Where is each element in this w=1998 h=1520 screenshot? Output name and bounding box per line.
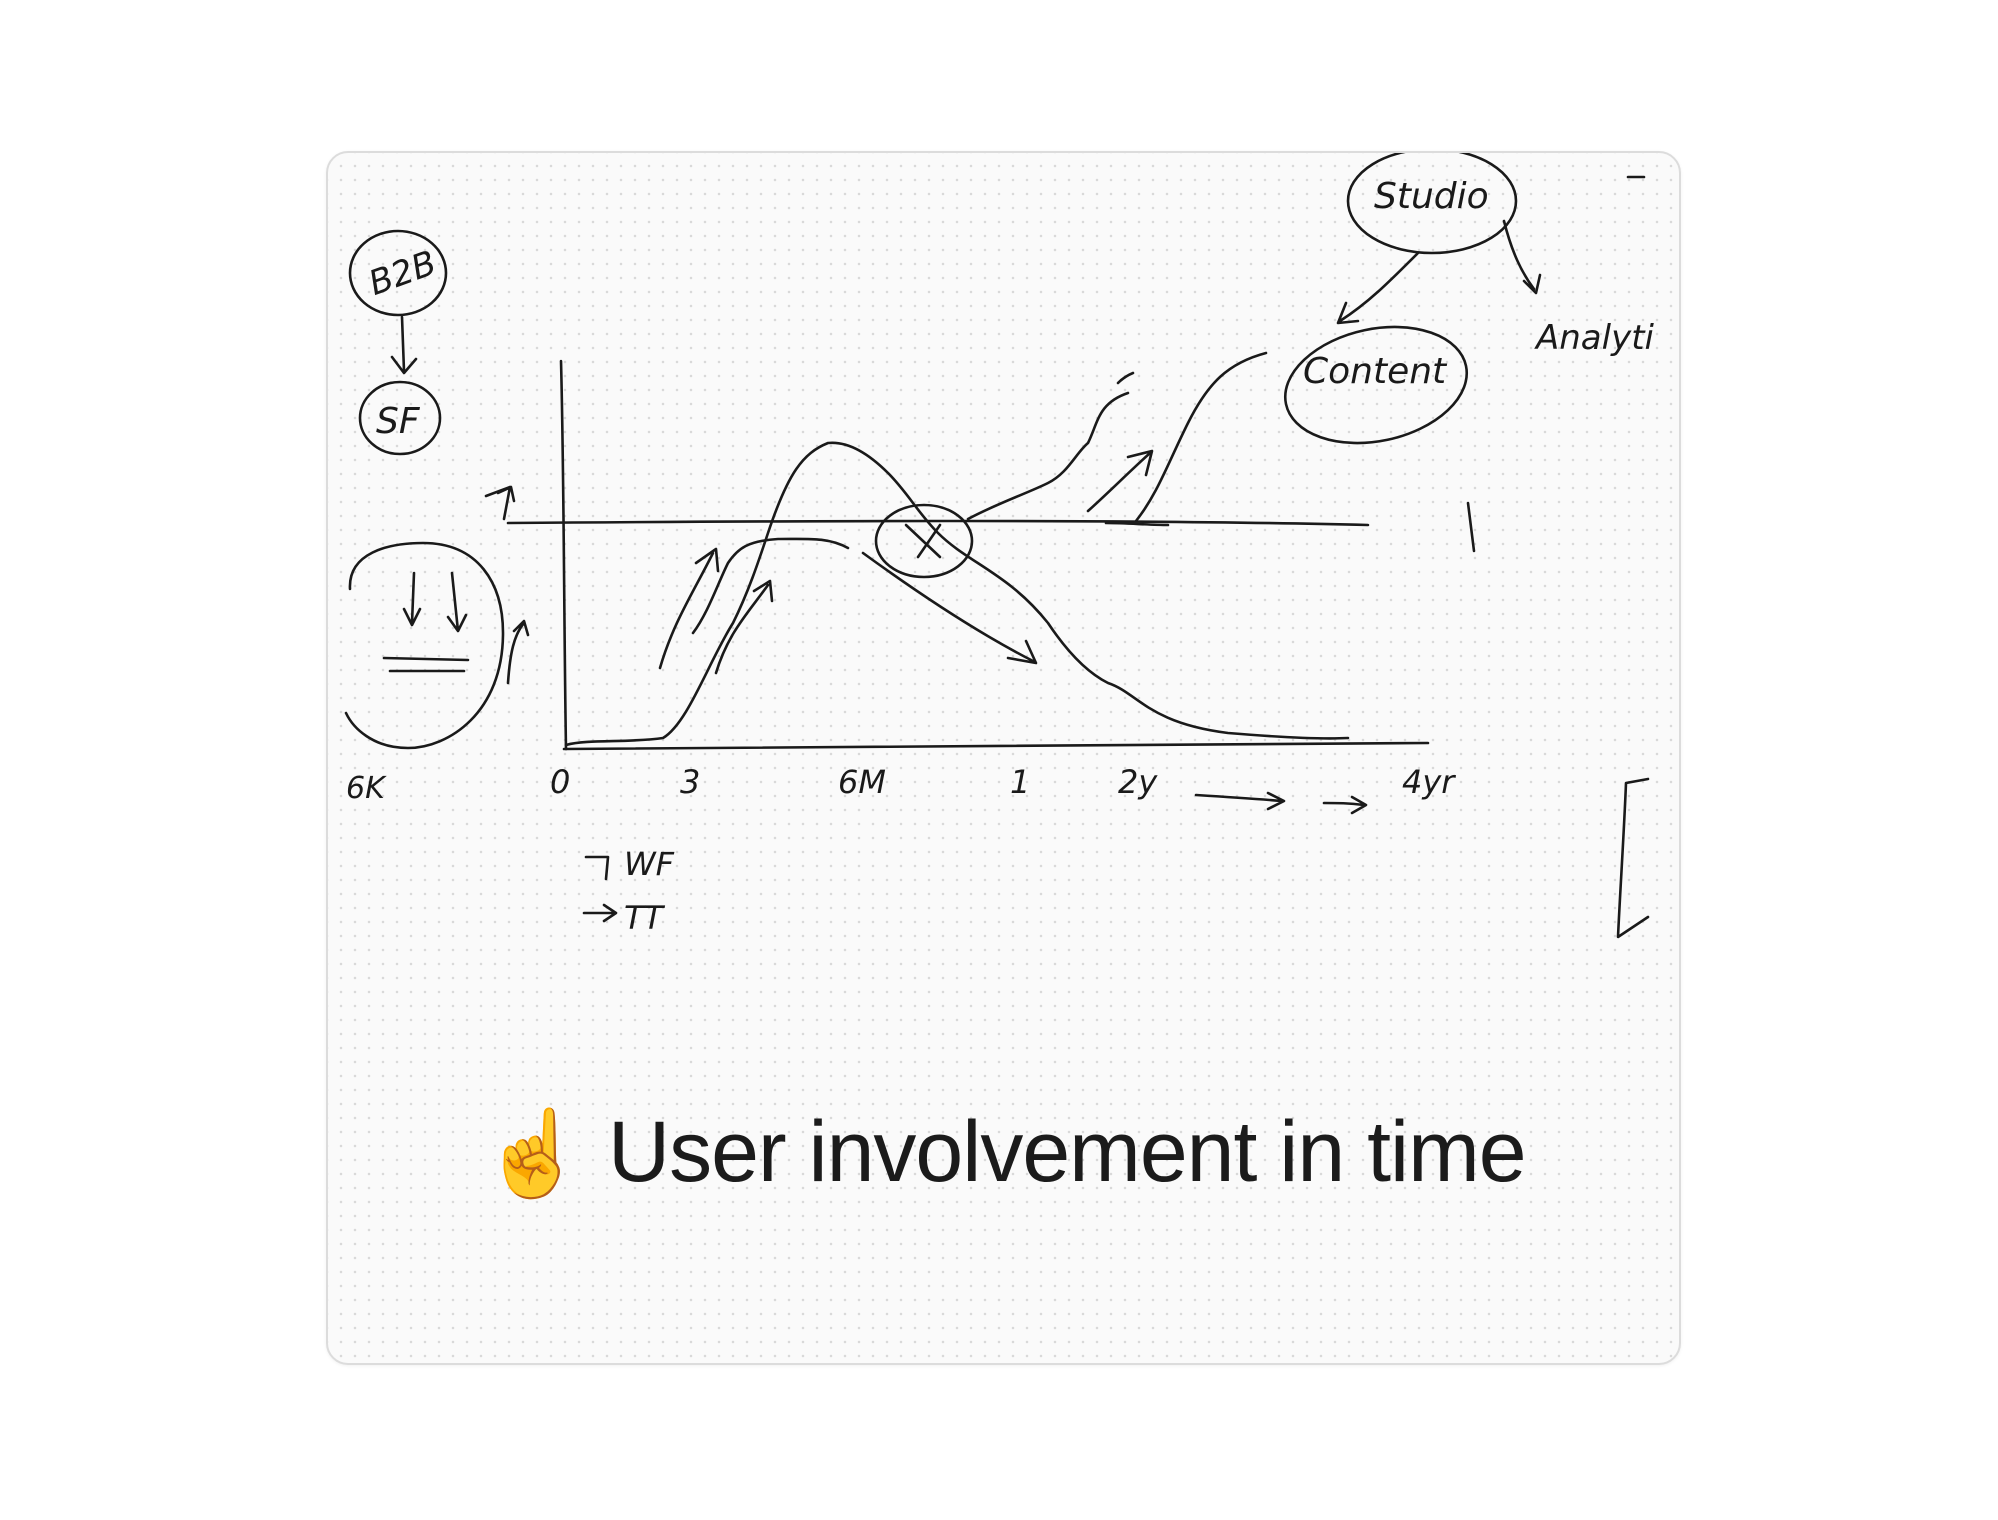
studio-label: Studio [1374,176,1489,217]
note-tt: TT [624,899,666,937]
diagonal-down-arrow [861,551,1038,665]
x-label-4yr: 4yr [1402,763,1456,801]
b2b-to-sf-arrow [390,315,418,375]
note-arrow-wf [584,855,610,881]
up-arrow-left [658,547,720,670]
baseline-horizontal-line [506,519,1370,527]
content-label: Content [1303,351,1448,392]
time-arrow-1 [1194,791,1286,811]
right-vertical-tick [1466,501,1476,553]
x-label-2y: 2y [1118,763,1158,801]
x-axis-line [562,741,1430,751]
involvement-curve-lower [691,537,850,635]
short-line-under [1104,521,1170,527]
note-arrow-tt [582,903,618,923]
y-axis-line [559,359,568,751]
right-edge-bracket [1616,777,1650,939]
left-label-6k: 6K [346,771,387,806]
studio-to-analytics-arrow [1502,219,1542,295]
analytics-label: Analyti [1534,318,1655,358]
side-up-arrow [506,619,530,685]
studio-bubble [1346,153,1518,255]
y-axis-up-arrow [484,485,516,521]
sf-label: SF [376,401,421,442]
rising-arrow [1086,449,1154,513]
x-label-6m: 6M [838,763,886,801]
down-arrow-1 [402,571,422,627]
note-wf: WF [624,845,675,883]
sf-bubble [358,380,442,456]
crossing-x-mark [904,523,942,559]
down-arrow-2 [446,571,468,633]
pointing-up-icon: ☝ [481,1105,587,1200]
b2b-label: B2B [364,243,442,304]
time-arrow-2 [1322,795,1368,815]
x-label-3: 3 [680,763,700,801]
whiteboard-card: B2B SF 6K Studio [326,151,1681,1365]
involvement-curve-peak [564,441,1350,747]
rising-curve-2 [1134,351,1268,523]
rising-curve-1 [966,371,1135,521]
caption-title: User involvement in time [608,1104,1527,1200]
left-face-circle [344,541,505,750]
face-mouth-line [382,656,470,673]
content-bubble [1283,325,1469,445]
up-arrow-mid [714,579,774,675]
b2b-bubble [348,229,448,317]
x-label-1: 1 [1010,763,1030,801]
x-label-0: 0 [550,763,570,801]
hand-drawn-sketch: B2B SF 6K Studio [344,153,1655,939]
studio-to-content-arrow [1336,251,1420,325]
crossing-highlight-circle [874,503,974,579]
caption: ☝User involvement in time [328,1103,1679,1202]
